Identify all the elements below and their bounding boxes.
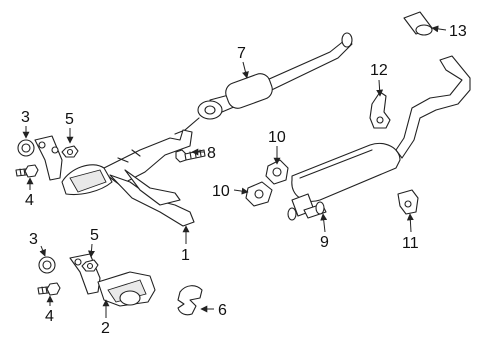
hanger-bracket-part-11 — [397, 189, 419, 215]
stud-part-4-lower — [37, 282, 61, 296]
callout-11: 11 — [402, 235, 419, 252]
tailpipe-assembly — [395, 55, 471, 159]
callout-9: 9 — [320, 234, 329, 251]
insulator-part-10-lower — [245, 181, 273, 207]
callout-3-upper: 3 — [21, 109, 30, 126]
stud-part-4-upper — [15, 164, 39, 178]
catalytic-converter-part-2 — [69, 253, 156, 307]
gasket-part-3-lower — [38, 256, 56, 274]
callout-5-lower: 5 — [90, 227, 99, 244]
callout-5-upper: 5 — [65, 111, 74, 128]
callout-2: 2 — [101, 320, 110, 337]
resonator-pipe-assembly — [174, 32, 353, 135]
callout-3-lower: 3 — [29, 231, 38, 248]
callout-7: 7 — [237, 45, 246, 62]
callout-labels: 1 2 3 3 4 4 5 5 6 7 8 9 10 10 11 12 13 — [21, 23, 467, 337]
callout-10-lower: 10 — [212, 183, 230, 200]
callout-13: 13 — [449, 23, 467, 40]
nut-part-5-upper — [61, 145, 79, 158]
hanger-bracket-part-12 — [369, 91, 391, 129]
callout-4-lower: 4 — [45, 308, 54, 325]
muffler-part-9 — [287, 142, 401, 221]
gasket-part-3-upper — [17, 139, 35, 157]
callout-1: 1 — [181, 247, 190, 264]
y-pipe-converter-assembly — [34, 129, 195, 227]
heat-shield-part-6 — [177, 285, 203, 316]
callout-10-upper: 10 — [268, 129, 286, 146]
exhaust-tip-part-13 — [403, 11, 433, 36]
leader-lines — [22, 25, 447, 318]
callout-4-upper: 4 — [25, 192, 34, 209]
insulator-part-10-upper — [265, 159, 289, 185]
callout-6: 6 — [218, 302, 227, 319]
callout-12: 12 — [370, 62, 388, 79]
nut-part-5-lower — [81, 259, 99, 272]
callout-8: 8 — [207, 145, 216, 162]
